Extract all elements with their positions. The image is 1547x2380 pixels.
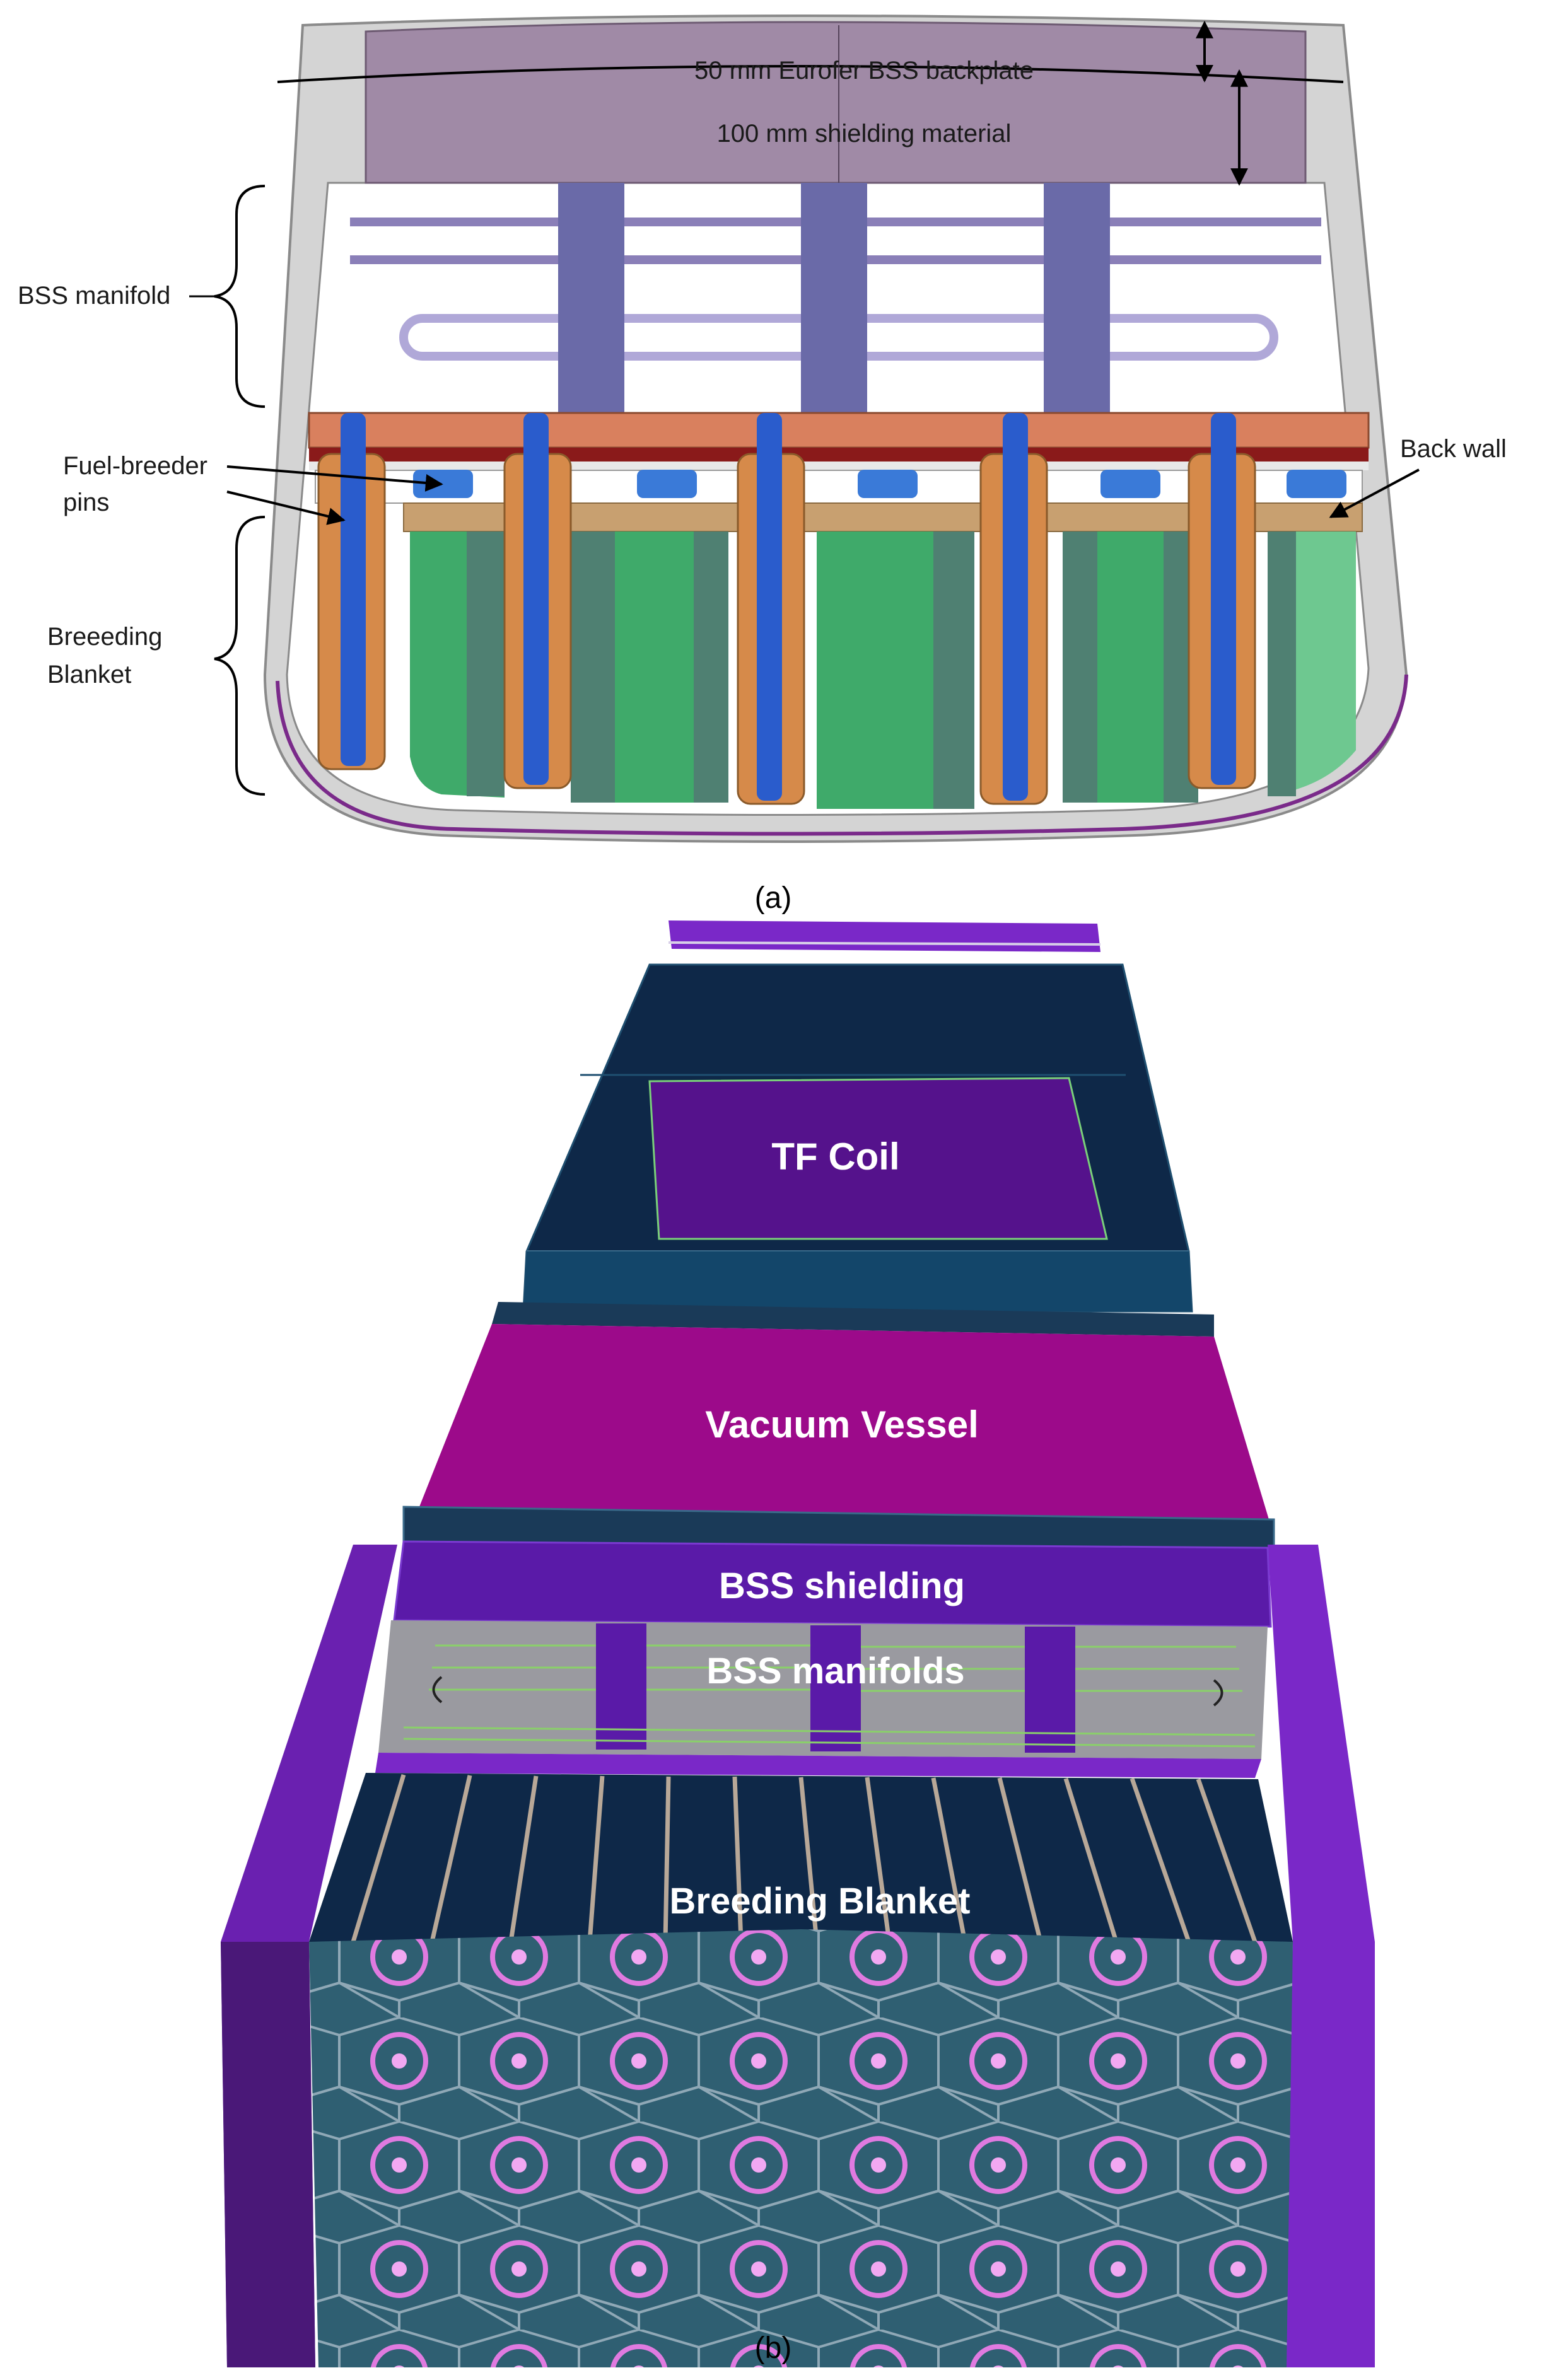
- bss-side-right: [1268, 1545, 1375, 2367]
- vacuum-vessel: [413, 1324, 1271, 1526]
- blanket-ribs: [351, 1773, 1258, 1943]
- label-breeeding: Breeeding: [47, 623, 162, 651]
- backplate: [365, 21, 1307, 184]
- label-vacuum-vessel: Vacuum Vessel: [705, 1403, 979, 1446]
- label-bss-shielding: BSS shielding: [719, 1565, 965, 1606]
- label-blanket: Blanket: [47, 661, 131, 688]
- top-plate: [308, 412, 1370, 449]
- label-bss-manifold: BSS manifold: [18, 282, 170, 310]
- blue-tubes: [341, 413, 1346, 801]
- caption-b: (b): [755, 2331, 792, 2365]
- label-pins: pins: [63, 489, 109, 516]
- label-bss-manifolds: BSS manifolds: [706, 1651, 964, 1692]
- label-back-wall: Back wall: [1400, 435, 1507, 463]
- bss-shielding: [393, 1540, 1272, 1628]
- label-tf-coil: TF Coil: [771, 1135, 899, 1178]
- label-breeding-blanket: Breeding Blanket: [670, 1881, 971, 1922]
- panel-b: TF Coil Vacuum Vessel BSS shielding: [221, 920, 1375, 2367]
- manifold-pipes: [350, 183, 1321, 419]
- label-shielding: 100 mm shielding material: [717, 120, 1012, 148]
- breeder-boxes: [410, 531, 1356, 809]
- brace-manifold: [214, 185, 266, 408]
- label-fuel-breeder: Fuel-breeder: [63, 452, 207, 480]
- tf-coil: [648, 1077, 1108, 1240]
- bss-manifolds-region: [375, 1620, 1268, 1778]
- brace-breeding: [214, 516, 266, 796]
- blanket-front-hex-face: [309, 1929, 1293, 2367]
- backplate-curve: [277, 65, 1344, 83]
- blanket-top: [309, 1773, 1293, 1942]
- caption-a: (a): [755, 881, 792, 915]
- label-backplate: 50 mm Eurofer BSS backplate: [694, 57, 1034, 84]
- panel-a: 50 mm Eurofer BSS backplate 100 mm shiel…: [18, 15, 1507, 915]
